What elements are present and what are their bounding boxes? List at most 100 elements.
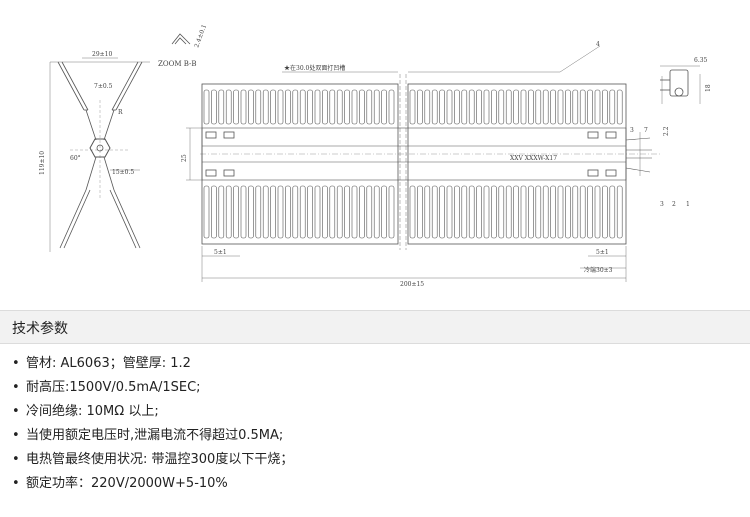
bullet-icon: • (12, 428, 20, 443)
fin (565, 185, 571, 239)
fin (505, 185, 512, 239)
fin (233, 185, 239, 239)
fin (498, 89, 505, 125)
fin (528, 89, 534, 125)
dim-tail: 冷端30±3 (584, 266, 613, 274)
fin (270, 185, 276, 239)
dim-total: 200±15 (400, 281, 424, 288)
fin (550, 89, 556, 125)
fin (520, 185, 527, 239)
fin (616, 185, 623, 239)
fin (616, 89, 623, 125)
zoom-label: ZOOM B-B (158, 60, 197, 68)
spec-item: •管材: AL6063；管壁厚: 1.2 (12, 352, 293, 376)
dim-18: 18 (705, 84, 712, 92)
dim-r: R (118, 109, 123, 116)
fin (203, 89, 210, 125)
fin (255, 185, 262, 239)
fin (579, 89, 586, 125)
fin (609, 89, 616, 125)
fin (468, 185, 475, 239)
fin (351, 185, 358, 239)
fin (292, 185, 299, 239)
fin (557, 89, 564, 125)
fin (307, 185, 313, 239)
fin (483, 89, 490, 125)
fin (520, 89, 527, 125)
technical-drawing: 29±10 119±10 7±0.5 15±0.5 R 60° ZOOM B-B… (39, 24, 712, 288)
fin (602, 185, 608, 239)
dim-22: 2.2 (663, 126, 670, 136)
fin (439, 185, 445, 239)
fin (557, 185, 564, 239)
dim-zoom-top: 2.4±0.1 (193, 24, 208, 49)
fin (424, 89, 431, 125)
spec-item: •冷间绝缘: 10MΩ 以上; (12, 400, 293, 424)
dim-5-right: 5±1 (596, 249, 609, 256)
fin (565, 89, 571, 125)
spec-item: •当使用额定电压时,泄漏电流不得超过0.5MA; (12, 424, 293, 448)
dim-height-side: 119±10 (39, 151, 46, 175)
bullet-icon: • (12, 380, 20, 395)
fin (277, 89, 284, 125)
fin (454, 185, 460, 239)
fin-rows (203, 89, 623, 239)
fin (476, 89, 482, 125)
fin (248, 185, 254, 239)
fin (476, 185, 482, 239)
fin (572, 89, 579, 125)
fin (322, 89, 328, 125)
fin (446, 185, 453, 239)
fin (542, 185, 549, 239)
zoom-detail (171, 33, 191, 45)
fin (373, 89, 380, 125)
fin (483, 185, 490, 239)
fin (329, 185, 336, 239)
fin (417, 89, 423, 125)
dim-5-left: 5±1 (214, 249, 227, 256)
fin (225, 185, 232, 239)
fin (292, 89, 299, 125)
fin (542, 89, 549, 125)
fin (528, 185, 534, 239)
fin (285, 185, 291, 239)
fin (277, 185, 284, 239)
fin (336, 89, 343, 125)
groove-note: ★在30.0处双面打凹槽 (284, 64, 345, 72)
fin (262, 89, 269, 125)
fin (285, 89, 291, 125)
fin (344, 185, 350, 239)
fin (381, 89, 387, 125)
dim-25: 25 (181, 154, 188, 162)
dim-635: 6.35 (694, 57, 708, 64)
bullet-icon: • (12, 452, 20, 467)
fin (468, 89, 475, 125)
fin (417, 185, 423, 239)
fin (587, 185, 593, 239)
fin (299, 185, 306, 239)
terminal-detail (660, 69, 689, 104)
spec-title: 技术参数 (12, 321, 68, 337)
fin (594, 89, 601, 125)
spec-item: •耐高压:1500V/0.5mA/1SEC; (12, 376, 293, 400)
fin (373, 185, 380, 239)
fin (513, 185, 519, 239)
fin (225, 89, 232, 125)
spec-item: •额定功率：220V/2000W+5-10% (12, 472, 293, 496)
fin (329, 89, 336, 125)
dim-angle: 60° (70, 155, 81, 162)
fin (359, 185, 365, 239)
fin (579, 185, 586, 239)
bullet-icon: • (12, 404, 20, 419)
spec-header: 技术参数 (0, 310, 750, 344)
fin (211, 185, 217, 239)
dim-hex: 15±0.5 (112, 169, 134, 176)
fin (594, 185, 601, 239)
fin (359, 89, 365, 125)
part-3-label: 3 (660, 201, 664, 208)
fin (262, 185, 269, 239)
fin (211, 89, 217, 125)
fin (351, 89, 358, 125)
bullet-icon: • (12, 476, 20, 491)
fin (424, 185, 431, 239)
